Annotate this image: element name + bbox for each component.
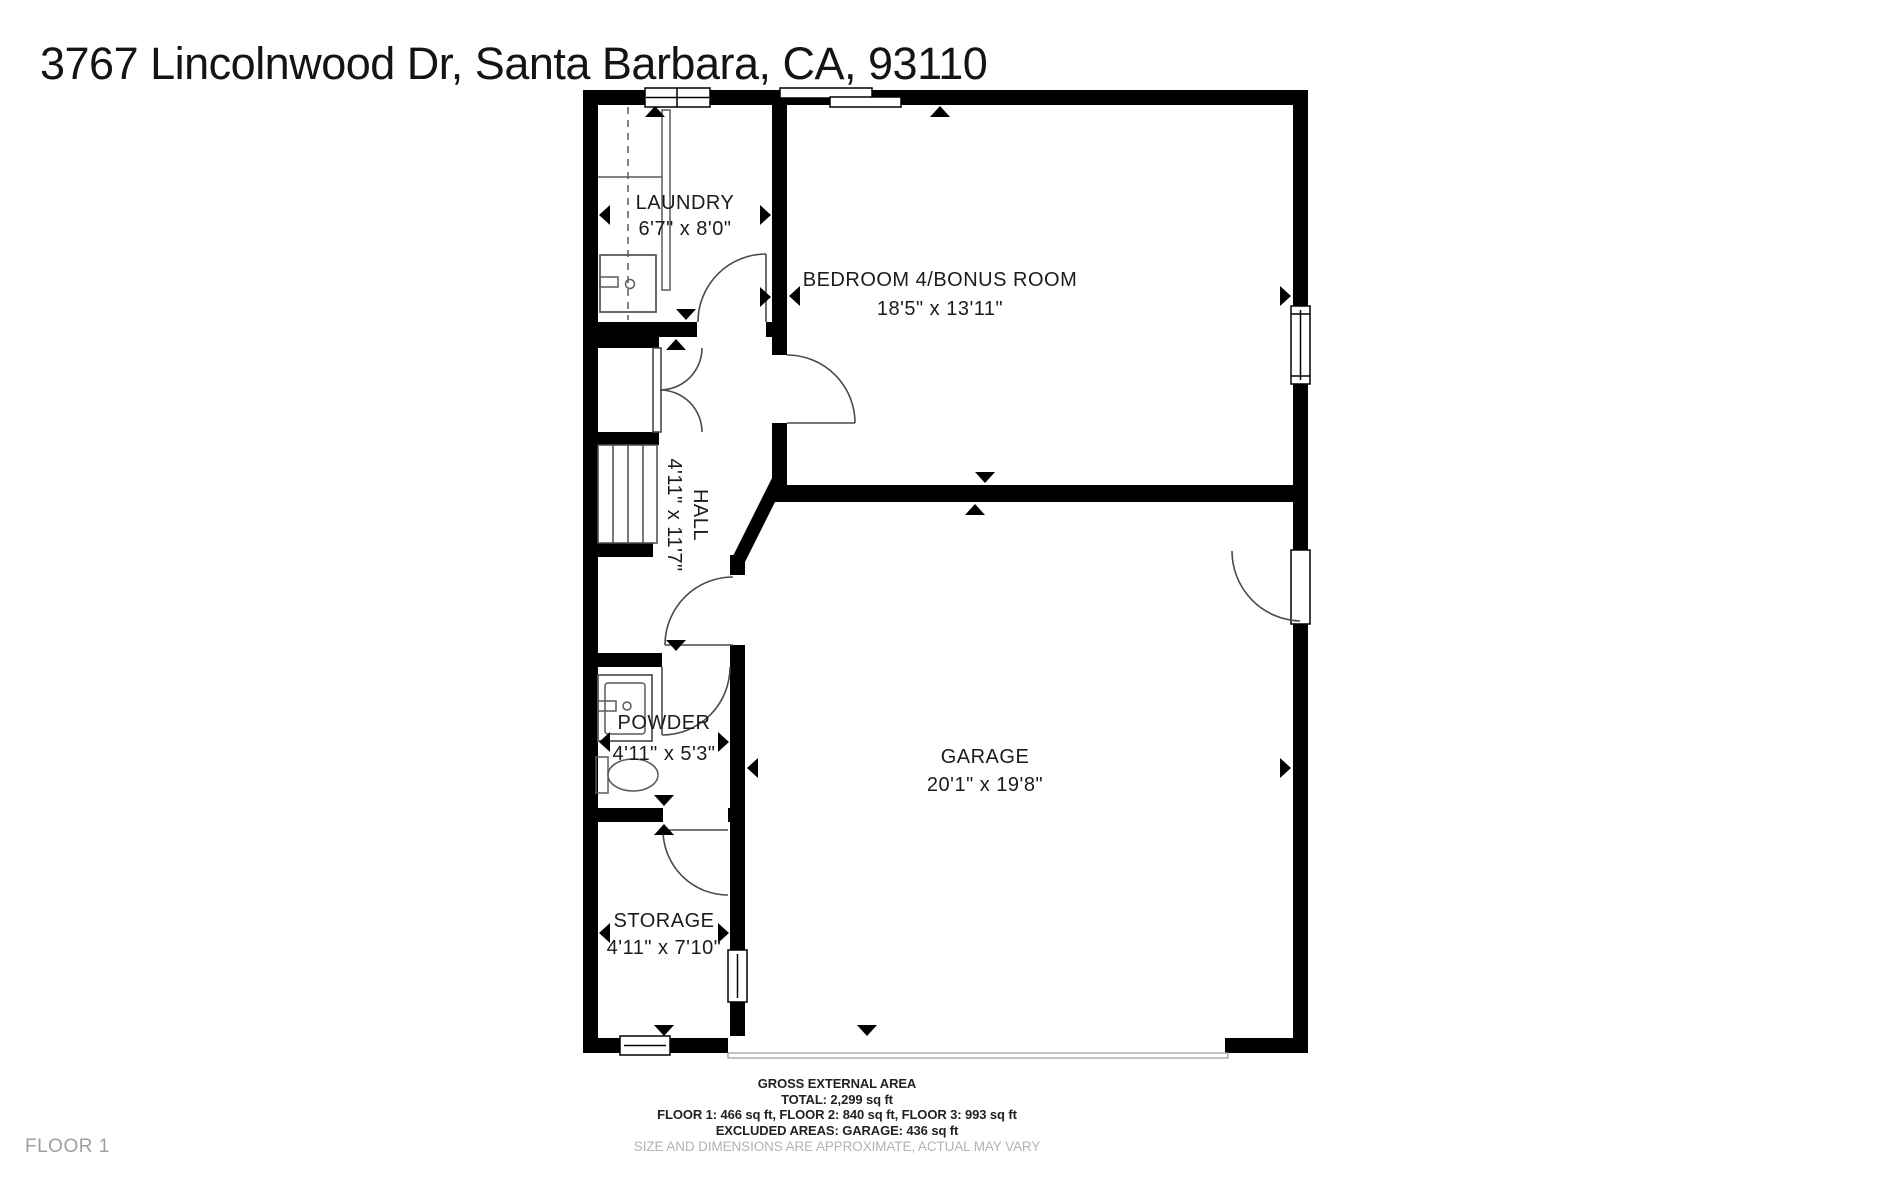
- bedroom-door-swing-icon: [786, 354, 856, 424]
- dimension-arrow: [718, 923, 729, 943]
- area-disclaimer: SIZE AND DIMENSIONS ARE APPROXIMATE, ACT…: [633, 1139, 1041, 1154]
- dimension-arrow: [930, 106, 950, 117]
- stairs-wall-bottom: [583, 543, 653, 557]
- garage-label: GARAGE: [941, 746, 1030, 768]
- powder-label: POWDER: [618, 712, 711, 734]
- laundry-dimensions: 6'7" x 8'0": [639, 218, 732, 240]
- area-summary: GROSS EXTERNAL AREA TOTAL: 2,299 sq ft F…: [537, 1076, 1137, 1155]
- storage-door-opening: [663, 806, 728, 824]
- doors: [652, 253, 1311, 896]
- powder-fixtures: [595, 674, 659, 794]
- powder-door-swing-icon: [661, 666, 731, 736]
- laundry-window-icon: [644, 87, 711, 108]
- closet-double-doors-icon: [652, 347, 703, 433]
- bedroom-sliding-window-icon: [779, 87, 902, 108]
- garage-side-door-icon: [1231, 549, 1311, 625]
- laundry-label: LAUNDRY: [636, 192, 735, 214]
- laundry-sink-icon: [599, 254, 657, 313]
- page-title: 3767 Lincolnwood Dr, Santa Barbara, CA, …: [40, 38, 988, 90]
- garage-vehicle-opening: [728, 1036, 1225, 1055]
- area-floors: FLOOR 1: 466 sq ft, FLOOR 2: 840 sq ft, …: [657, 1107, 1017, 1122]
- hall-label: HALL: [689, 489, 711, 541]
- dimension-arrow: [599, 923, 610, 943]
- laundry-counter-edge: [661, 109, 671, 291]
- interior-wall-garage-left: [730, 555, 745, 1053]
- storage-bottom-window-icon: [619, 1035, 671, 1056]
- laundry-fixtures: [598, 107, 671, 320]
- powder-sink-icon: [597, 674, 653, 742]
- floor-label: FLOOR 1: [25, 1136, 110, 1157]
- dimension-arrow: [599, 732, 610, 752]
- bedroom-side-window-icon: [1290, 305, 1311, 385]
- dimension-arrow: [975, 472, 995, 483]
- dimension-arrow: [666, 339, 686, 350]
- dimension-arrow: [654, 795, 674, 806]
- storage-dimensions: 4'11" x 7'10": [607, 937, 722, 959]
- dimension-arrow: [654, 1025, 674, 1036]
- storage-label: STORAGE: [614, 910, 715, 932]
- bedroom-dimensions: 18'5" x 13'11": [877, 298, 1003, 320]
- dimension-arrow: [965, 504, 985, 515]
- hall-dimensions: 4'11" x 11'7": [663, 458, 685, 571]
- toilet-icon: [595, 756, 659, 794]
- powder-door-opening: [662, 651, 730, 669]
- garage-vehicle-door-icon: [727, 1052, 1229, 1059]
- bedroom-door-opening: [770, 355, 789, 423]
- hall-label-group: HALL 4'11" x 11'7": [663, 458, 711, 571]
- dimension-arrow: [789, 286, 800, 306]
- powder-dimensions: 4'11" x 5'3": [612, 743, 715, 765]
- area-excluded: EXCLUDED AREAS: GARAGE: 436 sq ft: [715, 1122, 959, 1138]
- storage-side-window-icon: [727, 949, 748, 1003]
- door-openings: [662, 320, 1225, 1055]
- interior-wall-bedroom-left: [772, 105, 787, 485]
- interior-wall-garage-top: [772, 485, 1308, 502]
- hall-garage-door-swing-icon: [664, 576, 734, 646]
- laundry-door-opening: [697, 320, 766, 339]
- dimension-arrow: [1280, 758, 1291, 778]
- area-summary-title: GROSS EXTERNAL AREA: [757, 1076, 917, 1091]
- dimension-arrow: [676, 309, 696, 320]
- closet-wall-bottom: [583, 432, 659, 445]
- dimension-arrow: [599, 205, 610, 225]
- garage-dimensions: 20'1" x 19'8": [927, 774, 1043, 796]
- dimension-arrow: [857, 1025, 877, 1036]
- dimension-arrow: [747, 758, 758, 778]
- storage-door-swing-icon: [662, 829, 729, 896]
- dimension-arrow: [760, 205, 771, 225]
- closet-wall-top: [583, 335, 659, 348]
- hall-garage-door-opening: [728, 575, 747, 645]
- dimension-arrow: [718, 732, 729, 752]
- dimension-arrow: [1280, 286, 1291, 306]
- laundry-door-swing-icon: [697, 253, 767, 323]
- bedroom-label: BEDROOM 4/BONUS ROOM: [803, 269, 1077, 291]
- windows: [619, 87, 1311, 1056]
- dimension-arrow: [645, 106, 665, 117]
- room-labels: LAUNDRY 6'7" x 8'0" BEDROOM 4/BONUS ROOM…: [607, 192, 1077, 959]
- dimension-arrows: [599, 106, 1291, 1036]
- dimension-arrow: [654, 824, 674, 835]
- dimension-arrow: [666, 640, 686, 651]
- dimension-arrow: [760, 287, 771, 307]
- area-total: TOTAL: 2,299 sq ft: [781, 1091, 893, 1107]
- exterior-wall-top: [583, 90, 1308, 105]
- exterior-wall-left: [583, 90, 598, 1053]
- stairs-icon: [597, 444, 658, 544]
